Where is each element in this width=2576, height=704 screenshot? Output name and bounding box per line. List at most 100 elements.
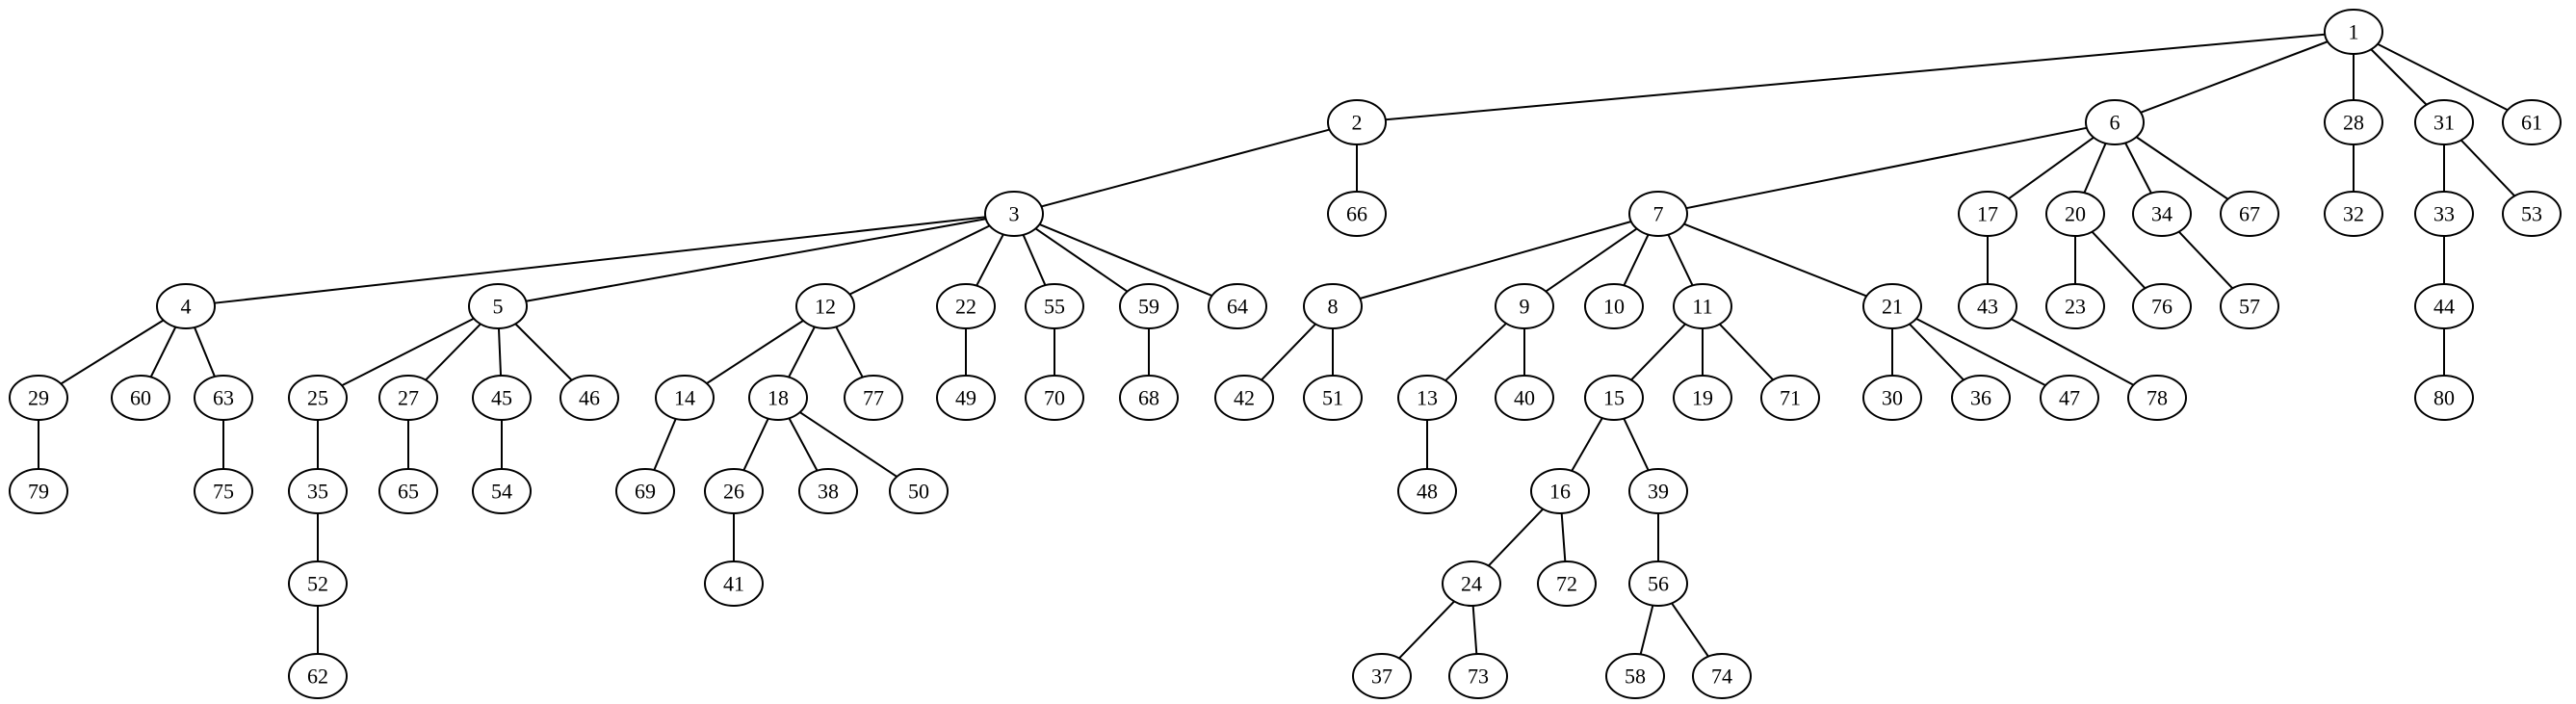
node-46: 46: [559, 375, 619, 421]
node-ellipse: [1605, 653, 1665, 699]
node-label: 74: [1711, 665, 1732, 689]
node-61: 61: [2502, 99, 2562, 145]
node-label: 71: [1780, 386, 1801, 410]
node-66: 66: [1327, 191, 1387, 237]
node-label: 63: [213, 386, 234, 410]
node-ellipse: [2132, 283, 2192, 329]
node-label: 49: [955, 386, 976, 410]
edge-6-20: [2083, 143, 2107, 194]
node-48: 48: [1397, 468, 1457, 514]
node-ellipse: [1584, 283, 1644, 329]
node-ellipse: [468, 283, 528, 329]
node-ellipse: [9, 375, 68, 421]
node-ellipse: [2085, 99, 2145, 145]
node-ellipse: [1303, 375, 1363, 421]
node-74: 74: [1692, 653, 1752, 699]
node-ellipse: [1327, 191, 1387, 237]
edge-21-47: [1915, 317, 2046, 387]
node-ellipse: [984, 191, 1044, 237]
edge-6-7: [1685, 126, 2088, 210]
node-ellipse: [936, 375, 996, 421]
node-ellipse: [288, 468, 348, 514]
node-label: 11: [1692, 295, 1712, 319]
node-23: 23: [2045, 283, 2105, 329]
node-ellipse: [2502, 99, 2562, 145]
node-ellipse: [1327, 99, 1387, 145]
edge-18-38: [788, 417, 819, 472]
node-ellipse: [1628, 468, 1688, 514]
node-76: 76: [2132, 283, 2192, 329]
node-label: 8: [1328, 295, 1339, 319]
node-55: 55: [1025, 283, 1084, 329]
node-ellipse: [2324, 191, 2383, 237]
node-64: 64: [1208, 283, 1267, 329]
node-38: 38: [798, 468, 858, 514]
node-label: 26: [723, 480, 744, 504]
node-ellipse: [704, 468, 764, 514]
node-ellipse: [795, 283, 855, 329]
node-72: 72: [1537, 561, 1597, 607]
node-label: 30: [1882, 386, 1903, 410]
node-label: 9: [1520, 295, 1530, 319]
node-ellipse: [1495, 283, 1554, 329]
node-ellipse: [798, 468, 858, 514]
node-63: 63: [194, 375, 253, 421]
node-ellipse: [559, 375, 619, 421]
node-ellipse: [2127, 375, 2187, 421]
node-ellipse: [1628, 191, 1688, 237]
node-label: 42: [1234, 386, 1255, 410]
node-ellipse: [1692, 653, 1752, 699]
node-label: 73: [1468, 665, 1489, 689]
node-label: 53: [2521, 202, 2542, 226]
node-label: 34: [2151, 202, 2173, 226]
node-17: 17: [1958, 191, 2017, 237]
node-label: 56: [1648, 572, 1669, 596]
node-ellipse: [472, 468, 532, 514]
node-label: 70: [1044, 386, 1065, 410]
node-ellipse: [1628, 561, 1688, 607]
node-ellipse: [2414, 99, 2474, 145]
edge-14-69: [653, 418, 677, 471]
node-label: 76: [2151, 295, 2173, 319]
node-ellipse: [1442, 561, 1501, 607]
node-label: 37: [1371, 665, 1392, 689]
node-37: 37: [1352, 653, 1412, 699]
edge-9-13: [1444, 323, 1507, 381]
edge-34-57: [2177, 230, 2234, 290]
node-label: 16: [1549, 480, 1571, 504]
node-22: 22: [936, 283, 996, 329]
node-label: 24: [1461, 572, 1482, 596]
node-77: 77: [844, 375, 903, 421]
edge-7-11: [1667, 234, 1694, 286]
node-label: 12: [815, 295, 836, 319]
node-label: 46: [579, 386, 600, 410]
node-47: 47: [2040, 375, 2099, 421]
node-24: 24: [1442, 561, 1501, 607]
node-label: 78: [2147, 386, 2168, 410]
edge-18-50: [799, 411, 898, 478]
node-ellipse: [288, 653, 348, 699]
node-label: 10: [1603, 295, 1625, 319]
edge-5-46: [514, 323, 573, 381]
node-ellipse: [2045, 191, 2105, 237]
node-label: 64: [1227, 295, 1248, 319]
node-ellipse: [1584, 375, 1644, 421]
edge-24-37: [1398, 600, 1455, 660]
node-ellipse: [844, 375, 903, 421]
node-label: 54: [491, 480, 512, 504]
node-label: 13: [1417, 386, 1438, 410]
node-ellipse: [1025, 283, 1084, 329]
edge-16-24: [1488, 508, 1544, 567]
node-ellipse: [1208, 283, 1267, 329]
node-ellipse: [1530, 468, 1590, 514]
edge-5-45: [497, 327, 503, 377]
node-69: 69: [615, 468, 675, 514]
node-ellipse: [288, 561, 348, 607]
node-ellipse: [748, 375, 808, 421]
edge-2-3: [1041, 128, 1330, 208]
node-ellipse: [288, 375, 348, 421]
node-label: 69: [635, 480, 656, 504]
node-label: 17: [1977, 202, 1998, 226]
node-label: 51: [1322, 386, 1343, 410]
edge-11-71: [1719, 323, 1774, 381]
